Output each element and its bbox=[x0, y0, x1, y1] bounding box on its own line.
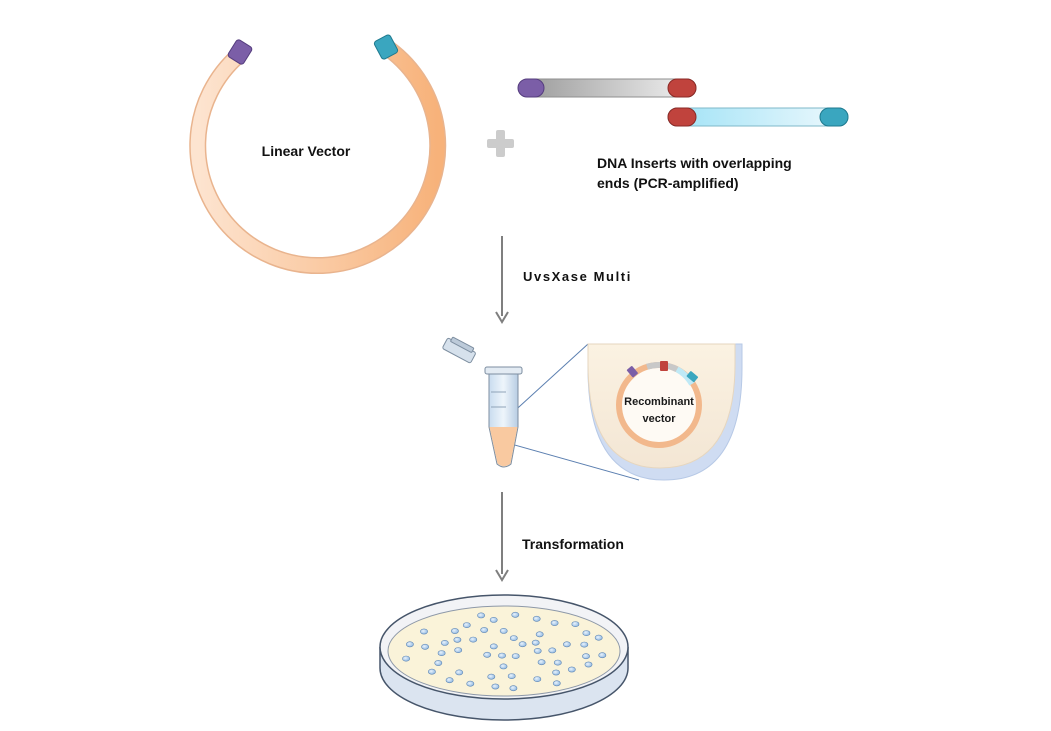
colony bbox=[466, 680, 475, 687]
petri-dish-icon bbox=[379, 594, 629, 721]
colony bbox=[584, 661, 593, 668]
colony bbox=[437, 650, 446, 656]
colony bbox=[421, 643, 429, 650]
inserts-label-line-1: DNA Inserts with overlapping bbox=[597, 155, 792, 171]
colony bbox=[535, 631, 544, 638]
colony bbox=[594, 634, 603, 641]
microcentrifuge-tube-icon bbox=[442, 336, 523, 468]
colony bbox=[507, 673, 516, 679]
colony bbox=[491, 683, 500, 690]
linear-vector: Linear Vector bbox=[189, 34, 447, 275]
recombinant-mark-purple bbox=[626, 366, 638, 378]
inserts-label-line-2: ends (PCR-amplified) bbox=[597, 175, 739, 191]
colony bbox=[511, 611, 520, 618]
colony bbox=[440, 640, 449, 646]
plus-icon bbox=[487, 130, 514, 157]
colony bbox=[483, 651, 492, 658]
colony bbox=[518, 641, 527, 648]
colony bbox=[480, 627, 489, 633]
recombinant-mark-red bbox=[660, 361, 668, 371]
colony bbox=[563, 641, 571, 648]
recombinant-mark-teal bbox=[686, 371, 698, 383]
colony bbox=[598, 652, 607, 659]
colony bbox=[509, 685, 518, 692]
colony bbox=[537, 659, 546, 666]
vector-end-purple bbox=[227, 39, 253, 65]
colony bbox=[469, 636, 478, 643]
colony bbox=[489, 643, 498, 650]
colony bbox=[477, 612, 485, 619]
insert-1-end-purple bbox=[517, 78, 545, 98]
colony bbox=[571, 621, 580, 627]
colony bbox=[499, 663, 508, 670]
zoom-callout: Recombinant vector bbox=[496, 343, 743, 481]
recombinant-label-line-2: vector bbox=[642, 413, 676, 425]
colonies bbox=[402, 611, 607, 692]
colony bbox=[420, 628, 428, 635]
colony bbox=[533, 676, 542, 682]
colony bbox=[553, 659, 562, 666]
colony bbox=[498, 652, 506, 659]
colony bbox=[533, 648, 542, 654]
colony bbox=[453, 636, 462, 643]
colony bbox=[450, 628, 459, 634]
dna-insert-1 bbox=[517, 78, 697, 98]
colony bbox=[489, 617, 498, 623]
colony bbox=[531, 639, 540, 646]
recombinant-label-line-1: Recombinant bbox=[624, 396, 694, 408]
insert-2-end-red bbox=[667, 107, 697, 127]
insert-1-end-red bbox=[667, 78, 697, 98]
colony bbox=[511, 653, 520, 659]
arrow-step-2 bbox=[495, 492, 509, 582]
colony bbox=[499, 628, 508, 634]
recombinant-insert-blue bbox=[675, 366, 695, 386]
step-2-label: Transformation bbox=[522, 536, 624, 552]
colony bbox=[445, 677, 454, 684]
step-1-label: UvsXase Multi bbox=[523, 269, 632, 284]
colony bbox=[405, 641, 414, 648]
colony bbox=[455, 669, 464, 676]
vector-end-teal bbox=[373, 34, 399, 60]
colony bbox=[582, 630, 591, 636]
colony bbox=[454, 647, 463, 653]
colony bbox=[548, 647, 557, 654]
linear-vector-body-fill bbox=[190, 43, 445, 273]
colony bbox=[487, 673, 496, 680]
colony bbox=[509, 635, 518, 641]
linear-vector-label: Linear Vector bbox=[262, 143, 351, 159]
insert-2-end-teal bbox=[819, 107, 849, 127]
colony bbox=[532, 615, 541, 622]
arrow-step-1 bbox=[495, 236, 509, 324]
colony bbox=[402, 655, 410, 662]
colony bbox=[427, 668, 436, 675]
colony bbox=[550, 620, 559, 626]
colony bbox=[567, 666, 576, 673]
colony bbox=[434, 660, 443, 666]
colony bbox=[552, 680, 561, 687]
colony bbox=[552, 669, 560, 676]
colony bbox=[462, 622, 471, 628]
colony bbox=[580, 641, 589, 648]
dna-insert-2 bbox=[667, 107, 849, 127]
colony bbox=[582, 653, 590, 660]
